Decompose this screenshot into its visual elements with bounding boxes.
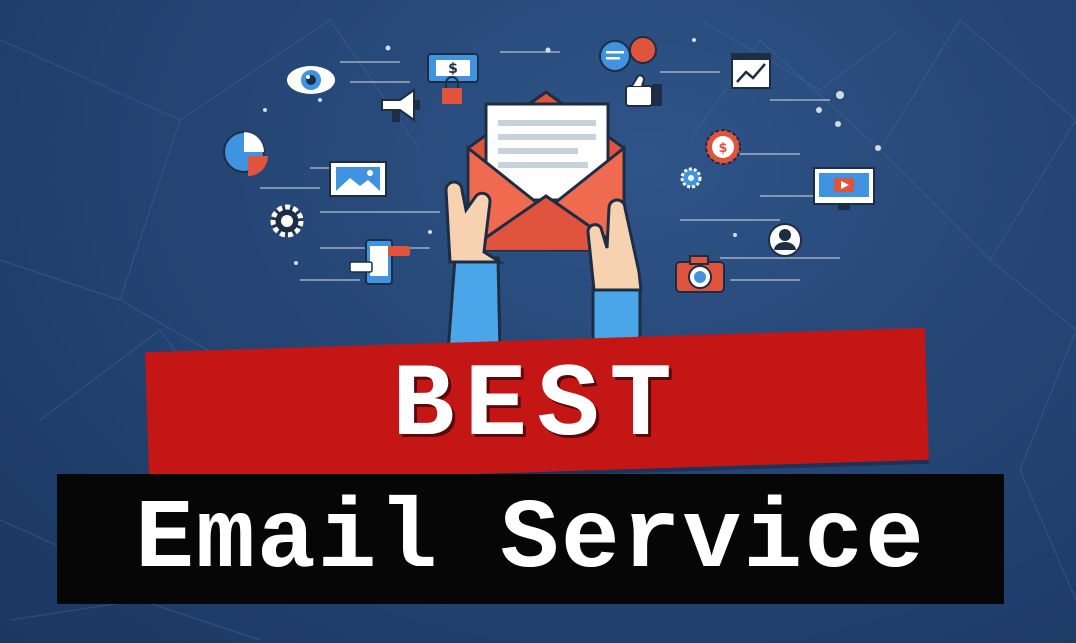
title-banner	[57, 474, 1004, 604]
best-heading: BEST	[392, 348, 682, 466]
dollar-coin-icon: $	[705, 129, 741, 165]
video-monitor-icon	[813, 167, 875, 210]
chat-bubbles-icon	[599, 36, 657, 72]
small-gear-icon	[680, 167, 702, 189]
envelope-icon	[444, 90, 643, 354]
pie-chart-icon	[223, 131, 268, 176]
svg-text:$: $	[448, 61, 458, 77]
page-title: Email Service	[135, 485, 926, 596]
eye-icon	[287, 66, 335, 94]
camera-icon	[675, 255, 725, 293]
svg-text:$: $	[718, 141, 727, 156]
megaphone-icon	[381, 88, 420, 122]
gear-icon	[270, 204, 304, 238]
thumbs-up-icon	[625, 74, 662, 107]
image-icon	[329, 161, 387, 197]
user-profile-icon	[768, 223, 802, 257]
mobile-chat-icon	[349, 239, 410, 285]
trending-chart-icon	[731, 53, 771, 89]
money-lock-icon: $	[427, 53, 479, 104]
